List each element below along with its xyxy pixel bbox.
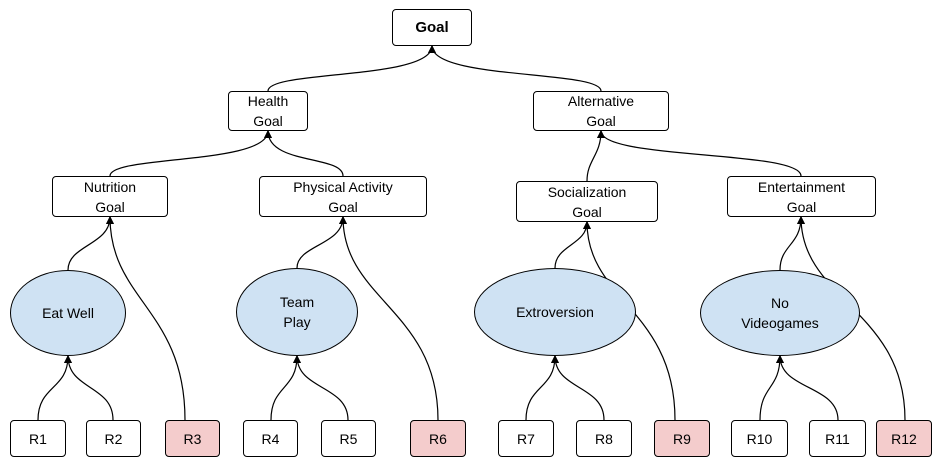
edge-alternative-goal (428, 45, 602, 92)
edge-physical-health (264, 130, 344, 177)
health-goal-node: Health Goal (228, 91, 308, 131)
edge-r5-teamplay (293, 355, 349, 421)
team-play-node: Team Play (236, 268, 358, 356)
no-videogames-node: No Videogames (700, 270, 860, 356)
edge-r11-novideogames (776, 355, 839, 421)
requirement-r11: R11 (809, 420, 866, 457)
edge-eatwell-nutrition (67, 216, 114, 271)
edge-teamplay-physical (296, 216, 347, 269)
edge-entertainment-alternative (597, 130, 802, 177)
requirement-r9: R9 (654, 420, 710, 457)
requirement-r4: R4 (243, 420, 298, 457)
eat-well-node: Eat Well (10, 270, 126, 356)
edge-r2-eatwell (64, 355, 114, 421)
edge-r1-eatwell (37, 355, 72, 421)
requirement-r5: R5 (321, 420, 376, 457)
edge-r7-extroversion (525, 355, 559, 421)
requirement-r10: R10 (731, 420, 788, 457)
requirement-r1: R1 (10, 420, 66, 457)
edge-r10-novideogames (759, 355, 784, 421)
goal-node: Goal (392, 9, 472, 46)
requirement-r12: R12 (876, 420, 932, 457)
edge-r4-teamplay (270, 355, 301, 421)
requirement-r6: R6 (410, 420, 466, 457)
socialization-goal-node: Socialization Goal (516, 181, 658, 222)
edge-extroversion-socialization (554, 221, 591, 269)
entertainment-goal-node: Entertainment Goal (727, 176, 876, 217)
requirement-r8: R8 (576, 420, 632, 457)
physical-activity-goal-node: Physical Activity Goal (259, 176, 427, 217)
edge-novideogames-entertainment (779, 216, 805, 271)
edge-nutrition-health (109, 130, 272, 177)
requirement-r3: R3 (165, 420, 220, 457)
edge-r8-extroversion (551, 355, 605, 421)
requirement-r2: R2 (86, 420, 141, 457)
edge-socialization-alternative (586, 130, 605, 182)
alternative-goal-node: Alternative Goal (533, 91, 669, 131)
nutrition-goal-node: Nutrition Goal (52, 176, 168, 217)
edge-health-goal (267, 45, 436, 92)
edge-r3-nutrition (106, 216, 186, 421)
requirement-r7: R7 (498, 420, 554, 457)
extroversion-node: Extroversion (474, 268, 636, 356)
edge-r6-physical (339, 216, 439, 421)
